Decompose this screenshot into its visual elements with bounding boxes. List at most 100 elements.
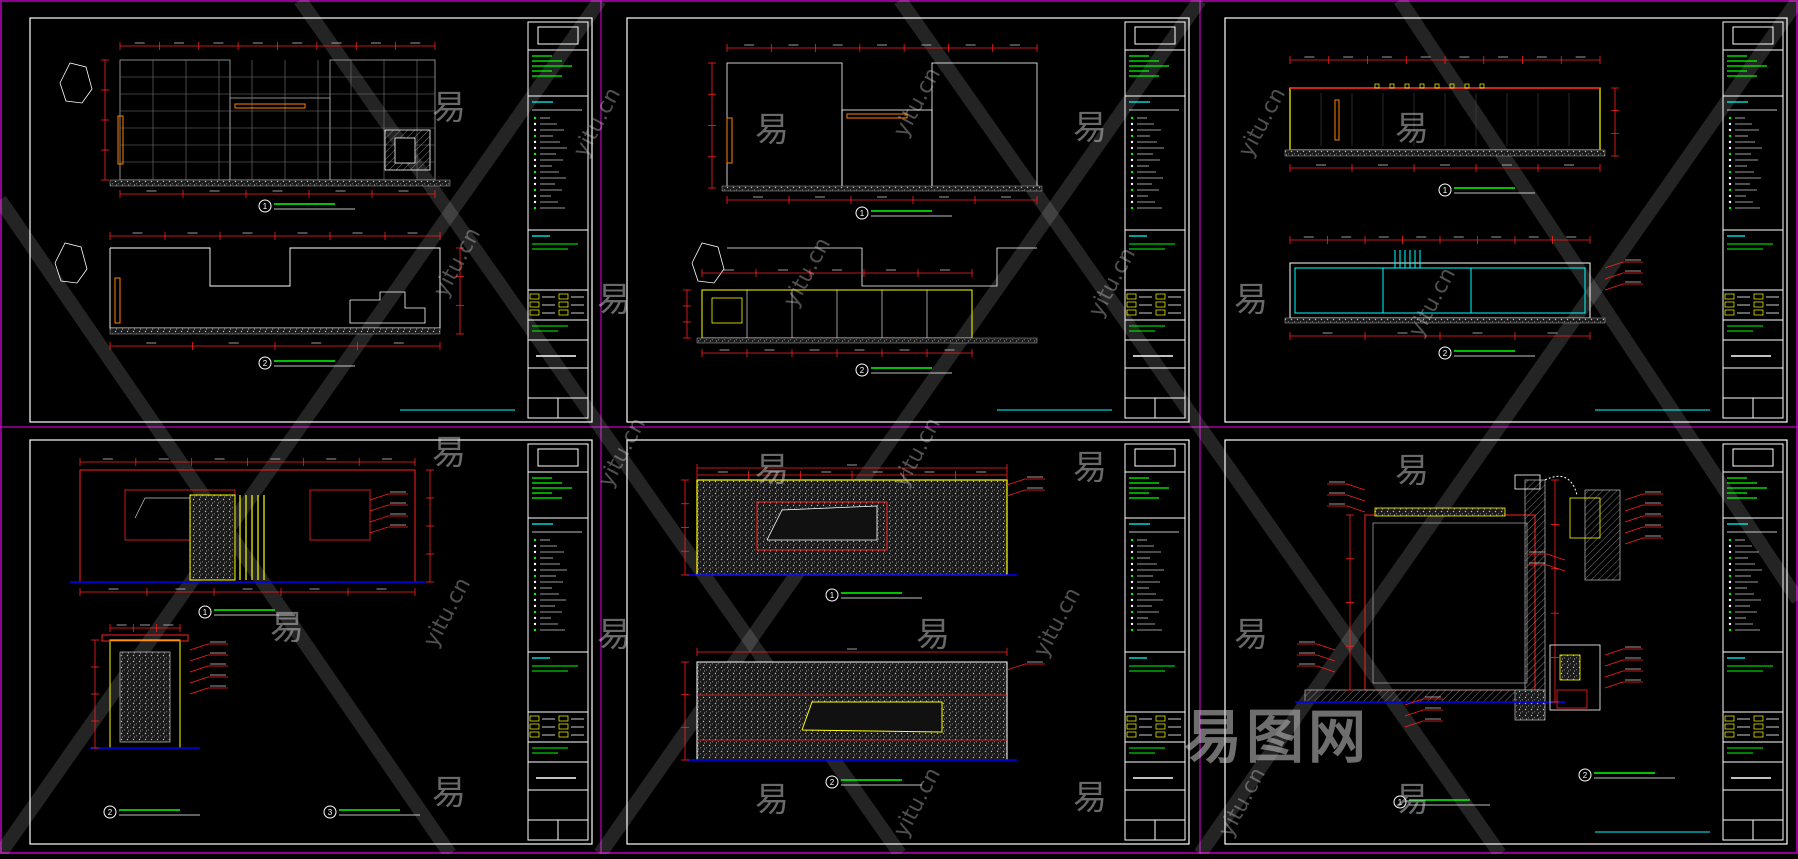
leader-line bbox=[1346, 494, 1366, 502]
legend-symbol bbox=[1728, 194, 1732, 198]
legend-symbol bbox=[1728, 616, 1732, 620]
legend-symbol bbox=[1728, 538, 1732, 542]
signature-cell bbox=[1126, 293, 1137, 300]
legend-symbol bbox=[1130, 182, 1134, 186]
legend-symbol bbox=[533, 164, 537, 168]
legend-symbol bbox=[533, 134, 537, 138]
light-fixture bbox=[1434, 83, 1440, 89]
legend-symbol bbox=[1130, 134, 1134, 138]
ground-band bbox=[109, 327, 441, 335]
leader-line bbox=[1624, 526, 1644, 534]
legend-symbol bbox=[1130, 116, 1134, 120]
signature-cell bbox=[1753, 293, 1764, 300]
detail-profile bbox=[1569, 497, 1601, 539]
section-panel bbox=[1294, 267, 1384, 314]
title-block bbox=[1722, 21, 1784, 419]
boulder-outline bbox=[59, 62, 93, 104]
signature-cell bbox=[1753, 309, 1764, 316]
legend-symbol bbox=[533, 206, 537, 210]
view-label-number: 1 bbox=[1398, 798, 1403, 807]
signature-cell bbox=[1126, 309, 1137, 316]
ground-band bbox=[721, 185, 1043, 192]
light-strip bbox=[114, 277, 121, 324]
plan-outline bbox=[727, 247, 1037, 287]
leader-line bbox=[1604, 648, 1624, 656]
view-label-number: 1 bbox=[830, 591, 835, 600]
legend-symbol bbox=[1130, 538, 1134, 542]
signature-cell bbox=[1155, 293, 1166, 300]
sheet-frame bbox=[1224, 439, 1788, 845]
ground-band bbox=[1284, 317, 1606, 324]
legend-symbol bbox=[1728, 574, 1732, 578]
title-block-logo-box bbox=[1732, 26, 1774, 45]
legend-symbol bbox=[1130, 556, 1134, 560]
watermark-diagonal bbox=[1194, 0, 1798, 859]
title-block-logo-box bbox=[1134, 26, 1176, 45]
light-fixture bbox=[1404, 83, 1410, 89]
light-fixture bbox=[1479, 83, 1485, 89]
view-label-circle bbox=[1438, 183, 1452, 197]
leader-line bbox=[1624, 504, 1644, 512]
ground-band bbox=[109, 179, 451, 187]
legend-symbol bbox=[533, 586, 537, 590]
legend-symbol bbox=[1728, 176, 1732, 180]
legend-symbol bbox=[1728, 604, 1732, 608]
view-label-number: 2 bbox=[263, 359, 268, 368]
sheet-frame bbox=[1224, 17, 1788, 423]
light-strip bbox=[117, 115, 124, 165]
legend-symbol bbox=[533, 140, 537, 144]
legend-symbol bbox=[533, 194, 537, 198]
leader-line bbox=[1604, 272, 1624, 280]
signature-cell bbox=[1724, 309, 1735, 316]
section-cap bbox=[1514, 474, 1541, 490]
detail-profile bbox=[1559, 654, 1581, 681]
leader-line bbox=[1604, 681, 1624, 689]
legend-symbol bbox=[1130, 544, 1134, 548]
section-beam bbox=[1374, 507, 1506, 517]
signature-cell bbox=[1724, 293, 1735, 300]
view-label-circle bbox=[855, 363, 869, 377]
view-label-circle bbox=[825, 588, 839, 602]
leader-line bbox=[1546, 553, 1566, 561]
legend-symbol bbox=[533, 128, 537, 132]
detail-stone bbox=[119, 651, 171, 743]
legend-symbol bbox=[533, 598, 537, 602]
legend-symbol bbox=[1130, 176, 1134, 180]
stone-feature bbox=[189, 494, 236, 581]
legend-symbol bbox=[1130, 550, 1134, 554]
signature-cell bbox=[1126, 301, 1137, 308]
legend-symbol bbox=[1728, 134, 1732, 138]
signature-cell bbox=[558, 715, 569, 722]
legend-symbol bbox=[533, 556, 537, 560]
leader-line bbox=[1624, 493, 1644, 501]
wall-elevation bbox=[841, 109, 933, 189]
light-fixture bbox=[1374, 83, 1380, 89]
legend-symbol bbox=[533, 610, 537, 614]
legend-symbol bbox=[533, 550, 537, 554]
legend-symbol bbox=[533, 592, 537, 596]
section-slab bbox=[1304, 689, 1546, 703]
legend-symbol bbox=[1130, 146, 1134, 150]
niche-inner bbox=[394, 137, 416, 164]
legend-symbol bbox=[533, 568, 537, 572]
leader-line bbox=[1346, 483, 1366, 491]
light-strip bbox=[726, 117, 733, 164]
signature-cell bbox=[1753, 723, 1764, 730]
leader-line bbox=[1006, 489, 1026, 497]
leader-line bbox=[1604, 670, 1624, 678]
view-label-circle bbox=[825, 775, 839, 789]
section-inner bbox=[1372, 522, 1528, 684]
view-label-number: 1 bbox=[860, 209, 865, 218]
detail-box bbox=[1549, 644, 1601, 711]
legend-symbol bbox=[1728, 200, 1732, 204]
title-block bbox=[1124, 443, 1186, 841]
signature-cell bbox=[558, 723, 569, 730]
legend-symbol bbox=[1728, 122, 1732, 126]
boulder-outline bbox=[54, 242, 88, 284]
ground-band bbox=[696, 337, 1038, 344]
legend-symbol bbox=[1130, 188, 1134, 192]
light-fixture bbox=[1449, 83, 1455, 89]
light-fixture bbox=[1464, 83, 1470, 89]
legend-symbol bbox=[533, 176, 537, 180]
detail-section bbox=[1584, 489, 1621, 581]
